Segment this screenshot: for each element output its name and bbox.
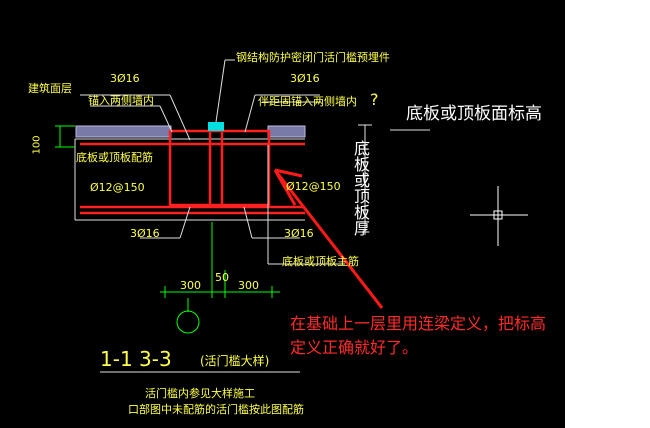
rebar-label-bottom-right: 3Ø16 bbox=[284, 227, 314, 240]
section-drawing bbox=[55, 59, 528, 373]
finish-layer-left bbox=[75, 125, 172, 138]
anchor-label: 锚入两侧墙内 bbox=[88, 94, 154, 107]
embedded-plate bbox=[208, 122, 224, 131]
dim-300-left: 300 bbox=[180, 279, 201, 292]
thickness-label: 底板或顶板厚 bbox=[351, 140, 370, 236]
dim-300-right: 300 bbox=[238, 279, 259, 292]
dimension-lines bbox=[55, 125, 280, 312]
note-line-2: 口部图中未配筋的活门槛按此图配筋 bbox=[128, 403, 304, 416]
red-arrow bbox=[273, 168, 384, 309]
finish-layer-right bbox=[267, 125, 306, 138]
rebar-label-top-left: 3Ø16 bbox=[110, 72, 140, 85]
stirrup-label-left: Ø12@150 bbox=[90, 181, 145, 194]
annotation-line-1: 在基础上一层里用连梁定义，把标高 bbox=[290, 314, 547, 333]
dim-100: 100 bbox=[31, 135, 43, 155]
finish-layer-label: 建筑面层 bbox=[28, 82, 72, 95]
bottom-main-rebar-label: 底板或顶板主筋 bbox=[282, 255, 359, 268]
rebar-lines bbox=[80, 129, 305, 215]
stirrup-label-right: Ø12@150 bbox=[286, 180, 341, 193]
annotation-line-2: 定义正确就好了。 bbox=[290, 338, 419, 357]
dim-50: 50 bbox=[215, 271, 229, 284]
section-title: 1-1 3-3 bbox=[100, 347, 172, 371]
beam-label: 伴距固锚入两侧墙内 bbox=[258, 95, 357, 108]
note-line-1: 活门槛内参见大样施工 bbox=[145, 387, 255, 400]
thickness-dimension bbox=[358, 124, 372, 235]
axis-bubble bbox=[176, 310, 200, 334]
side-panel bbox=[565, 0, 650, 428]
question-mark: ? bbox=[370, 90, 379, 109]
elevation-label: 底板或顶板面标高 bbox=[406, 104, 542, 124]
section-subtitle: (活门槛大样) bbox=[200, 354, 270, 368]
embedded-part-label: 钢结构防护密闭门活门槛预埋件 bbox=[236, 51, 390, 64]
rebar-label-bottom-left: 3Ø16 bbox=[130, 227, 160, 240]
rebar-label-top-right: 3Ø16 bbox=[290, 72, 320, 85]
bottom-top-rebar-label: 底板或顶板配筋 bbox=[76, 151, 153, 164]
leader-lines bbox=[80, 59, 430, 265]
crosshair-cursor bbox=[470, 186, 528, 246]
